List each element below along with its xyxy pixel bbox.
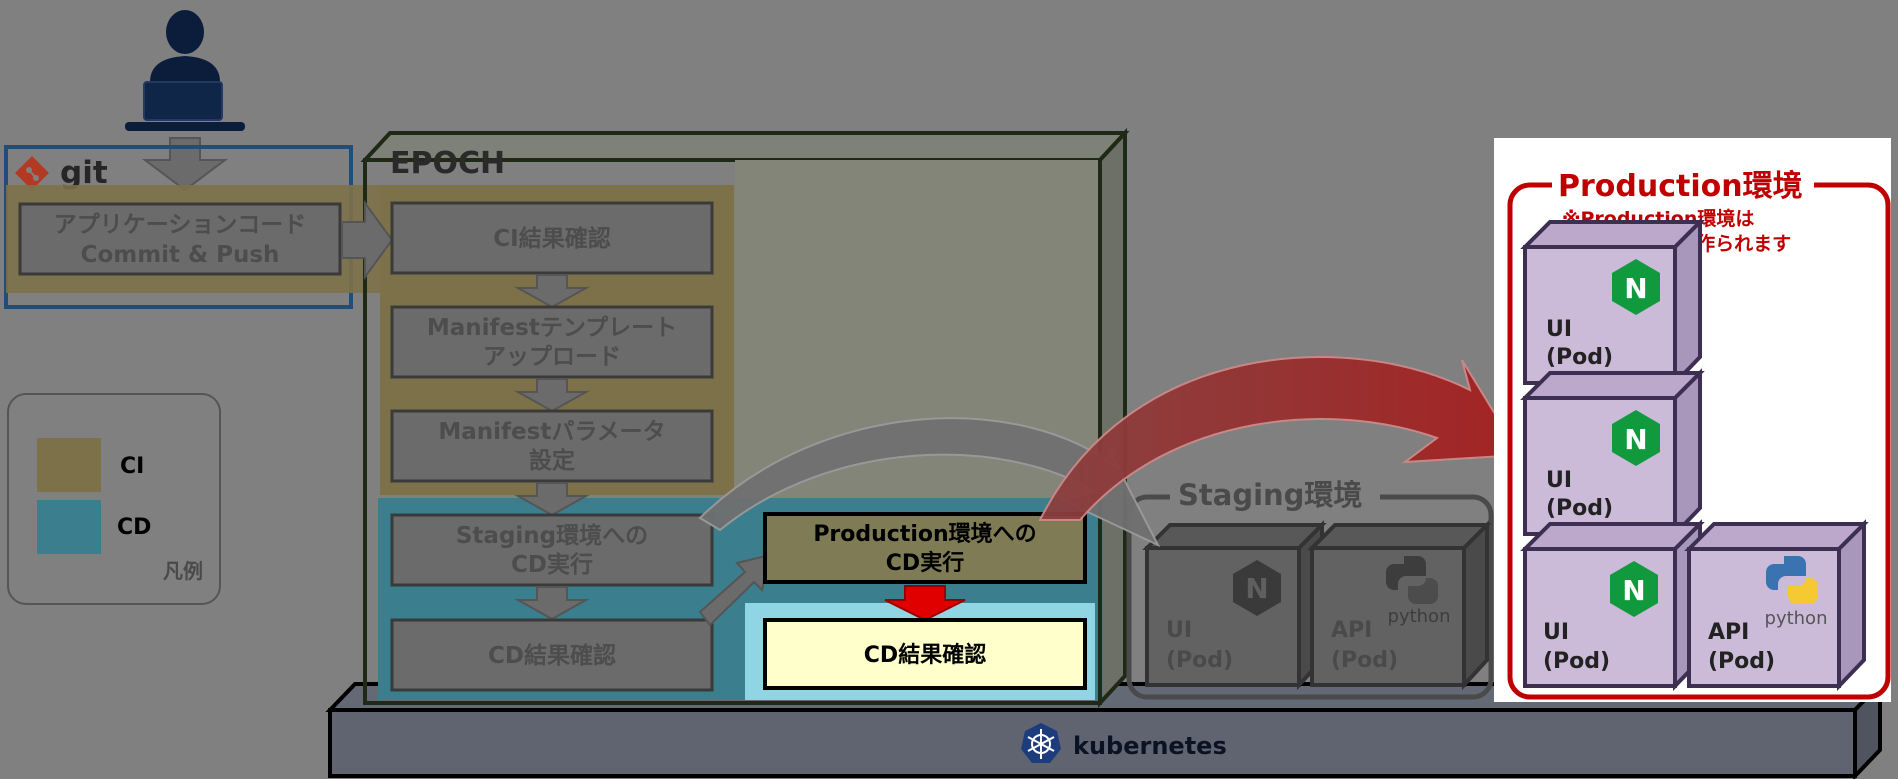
staging-cd-line1: Staging環境への xyxy=(456,522,648,549)
production-cd-step xyxy=(763,512,1087,584)
kubernetes-label: kubernetes xyxy=(1073,732,1227,760)
production-ui-pod-2-nginx-icon: N xyxy=(1612,410,1660,466)
staging-title: Staging環境 xyxy=(1178,478,1362,512)
legend-ci-label: CI xyxy=(120,454,144,479)
ci-check-step xyxy=(390,201,714,275)
production-cd-check-step xyxy=(763,618,1087,690)
svg-text:N: N xyxy=(1245,572,1268,605)
epoch-title: EPOCH xyxy=(390,146,505,181)
production-ui-pod-3-nginx-icon: N xyxy=(1610,561,1658,617)
production-python-icon xyxy=(1766,556,1818,604)
production-python-label: python xyxy=(1765,608,1828,629)
production-ui-pod-1-line2: (Pod) xyxy=(1546,345,1613,370)
production-ui-pod-1-nginx-icon: N xyxy=(1612,259,1660,315)
arrow-staging-cd-to-staging-env xyxy=(698,417,1161,548)
commit-push-line2: Commit & Push xyxy=(81,242,280,268)
staging-cd-line2: CD実行 xyxy=(511,551,593,578)
manifest-upload-step xyxy=(390,305,714,379)
cd-check-step xyxy=(390,618,714,692)
staging-python-label: python xyxy=(1388,606,1451,627)
production-ui-pod-2-line1: UI xyxy=(1546,468,1572,493)
production-ui-pod-1 xyxy=(1520,217,1705,388)
legend-cd-swatch xyxy=(37,500,101,554)
commit-push-line1: アプリケーションコード xyxy=(54,212,307,238)
commit-push-box xyxy=(18,202,342,276)
production-cd-check-label: CD結果確認 xyxy=(864,642,986,668)
staging-api-pod-line2: (Pod) xyxy=(1331,648,1398,673)
git-logo-icon xyxy=(15,156,49,190)
svg-text:N: N xyxy=(1624,272,1647,305)
manifest-param-step xyxy=(390,409,714,483)
arrow-production-cd-to-production-env xyxy=(1038,356,1522,521)
production-api-pod xyxy=(1684,519,1869,691)
legend-caption: 凡例 xyxy=(163,559,203,583)
developer-person-icon xyxy=(125,10,245,131)
ci-check-label: CI結果確認 xyxy=(493,225,610,252)
manifest-upload-line1: Manifestテンプレート xyxy=(427,315,677,341)
production-cd-line2: CD実行 xyxy=(886,550,964,576)
staging-ui-pod-line2: (Pod) xyxy=(1166,648,1233,673)
production-api-pod-line2: (Pod) xyxy=(1708,649,1775,674)
arrow-ci-to-manifest xyxy=(514,274,590,309)
svg-text:N: N xyxy=(1622,574,1645,607)
svg-text:N: N xyxy=(1624,423,1647,456)
production-cd-line1: Production環境への xyxy=(813,521,1036,547)
arrow-git-to-ci xyxy=(341,199,394,281)
arrow-upload-to-param xyxy=(514,378,590,413)
manifest-upload-line2: アップロード xyxy=(483,344,621,370)
manifest-param-line2: 設定 xyxy=(529,447,575,474)
production-ui-pod-3-line2: (Pod) xyxy=(1543,649,1610,674)
production-ui-pod-3-line1: UI xyxy=(1543,620,1569,645)
arrow-staging-to-cdcheck xyxy=(514,586,590,621)
staging-cd-step xyxy=(390,513,714,587)
legend-cd-label: CD xyxy=(117,515,151,540)
production-api-pod-line1: API xyxy=(1708,620,1749,645)
production-title: Production環境 xyxy=(1558,169,1803,204)
production-ui-pod-1-line1: UI xyxy=(1546,317,1572,342)
legend-box xyxy=(7,393,221,605)
production-ui-pod-3 xyxy=(1520,519,1705,691)
staging-python-icon xyxy=(1386,556,1438,604)
staging-nginx-icon: N xyxy=(1233,560,1281,616)
legend-ci-swatch xyxy=(37,438,101,492)
arrow-production-cd-to-check xyxy=(884,585,966,622)
arrow-person-to-git xyxy=(142,137,228,192)
manifest-param-line1: Manifestパラメータ xyxy=(438,419,665,445)
arrow-param-to-staging xyxy=(514,482,590,517)
production-ui-pod-2-line2: (Pod) xyxy=(1546,496,1613,521)
staging-api-pod-line1: API xyxy=(1331,618,1372,643)
staging-ui-pod-line1: UI xyxy=(1166,618,1192,643)
cd-check-label: CD結果確認 xyxy=(488,642,616,669)
kubernetes-icon xyxy=(1021,723,1061,763)
